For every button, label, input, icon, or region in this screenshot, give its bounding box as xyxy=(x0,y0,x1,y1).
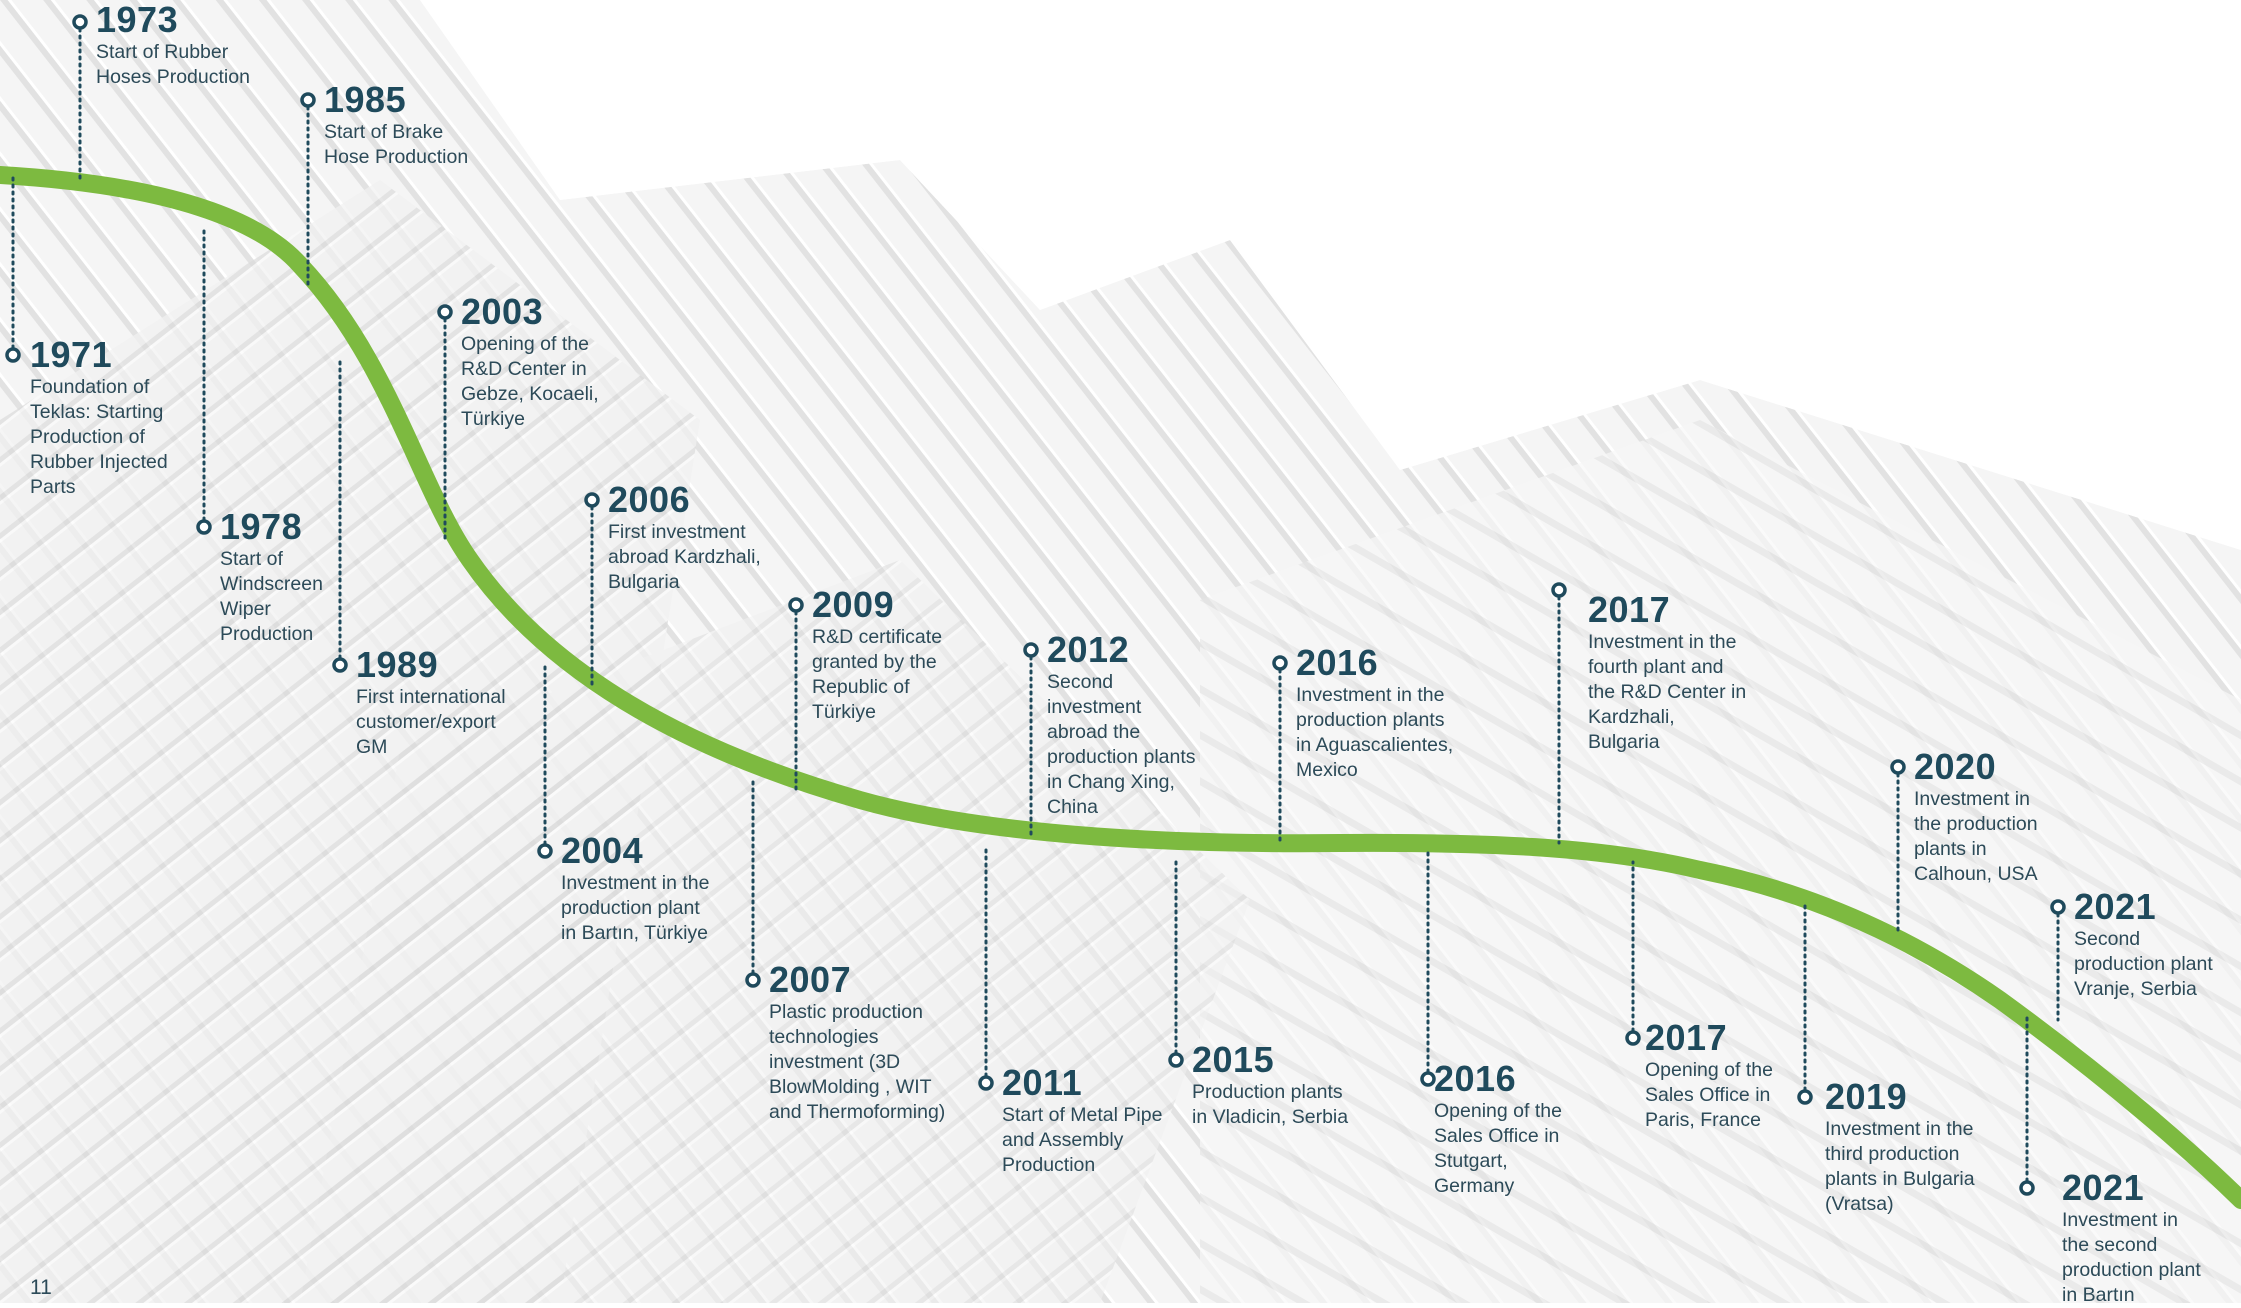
event-marker-2011 xyxy=(978,1075,994,1091)
event-description: Start of Rubber Hoses Production xyxy=(96,41,250,88)
event-description: Second investment abroad the production … xyxy=(1047,671,1196,818)
event-description: Investment in the production plant in Ba… xyxy=(561,872,710,944)
page-number: 11 xyxy=(30,1276,52,1299)
event-year: 2012 xyxy=(1047,629,1130,670)
event-marker-2021a xyxy=(2050,899,2066,915)
event-description: Start of Windscreen Wiper Production xyxy=(220,548,323,645)
event-year: 2021 xyxy=(2062,1167,2145,1208)
event-year: 2006 xyxy=(608,479,691,520)
event-year: 2016 xyxy=(1434,1058,1517,1099)
event-marker-2016a xyxy=(1272,655,1288,671)
event-year: 2003 xyxy=(461,291,544,332)
event-description: Investment in the production plants in C… xyxy=(1914,788,2038,885)
event-marker-2003 xyxy=(437,304,453,320)
event-description: First international customer/export GM xyxy=(356,686,506,758)
event-year: 1971 xyxy=(30,334,113,375)
event-marker-2009 xyxy=(788,597,804,613)
event-marker-2020 xyxy=(1890,759,1906,775)
event-year: 1989 xyxy=(356,644,439,685)
event-description: Opening of the Sales Office in Paris, Fr… xyxy=(1645,1059,1773,1131)
event-description: Investment in the third production plant… xyxy=(1825,1118,1975,1215)
event-description: Investment in the second production plan… xyxy=(2062,1209,2201,1306)
event-marker-2006 xyxy=(584,492,600,508)
event-description: R&D certificate granted by the Republic … xyxy=(812,626,943,723)
event-year: 2017 xyxy=(1588,589,1671,630)
event-marker-2007 xyxy=(745,972,761,988)
event-description: Start of Brake Hose Production xyxy=(324,121,469,168)
event-description: Foundation of Teklas: Starting Productio… xyxy=(30,376,168,498)
event-year: 2009 xyxy=(812,584,895,625)
event-year: 2020 xyxy=(1914,746,1997,787)
event-marker-2015 xyxy=(1168,1052,1184,1068)
event-marker-1971 xyxy=(5,347,21,363)
event-marker-2019 xyxy=(1797,1089,1813,1105)
event-year: 2011 xyxy=(1002,1062,1083,1103)
event-marker-1989 xyxy=(332,657,348,673)
event-marker-1973 xyxy=(72,14,88,30)
event-description: Opening of the R&D Center in Gebze, Koca… xyxy=(461,333,599,430)
event-year: 1978 xyxy=(220,506,303,547)
event-marker-2017a xyxy=(1551,582,1567,598)
event-marker-2012 xyxy=(1023,642,1039,658)
event-year: 2016 xyxy=(1296,642,1379,683)
event-year: 2007 xyxy=(769,959,852,1000)
timeline-curve xyxy=(0,166,2241,1209)
event-year: 1985 xyxy=(324,79,407,120)
event-year: 1973 xyxy=(96,0,179,40)
event-description: Start of Metal Pipe and Assembly Product… xyxy=(1002,1104,1163,1176)
event-year: 2004 xyxy=(561,830,644,871)
event-description: Investment in the fourth plant and the R… xyxy=(1588,631,1747,753)
event-marker-2021b xyxy=(2019,1180,2035,1196)
event-description: Opening of the Sales Office in Stutgart,… xyxy=(1434,1100,1562,1197)
event-description: Plastic production technologies investme… xyxy=(769,1001,946,1123)
event-marker-2017b xyxy=(1625,1030,1641,1046)
event-year: 2019 xyxy=(1825,1076,1908,1117)
event-year: 2017 xyxy=(1645,1017,1728,1058)
event-year: 2021 xyxy=(2074,886,2157,927)
event-marker-1978 xyxy=(196,519,212,535)
event-description: First investment abroad Kardzhali, Bulga… xyxy=(608,521,761,593)
event-description: Production plants in Vladicin, Serbia xyxy=(1192,1081,1349,1128)
event-marker-1985 xyxy=(300,92,316,108)
event-year: 2015 xyxy=(1192,1039,1275,1080)
event-description: Investment in the production plants in A… xyxy=(1296,684,1454,781)
event-marker-2004 xyxy=(537,843,553,859)
event-description: Second production plant Vranje, Serbia xyxy=(2074,928,2213,1000)
event-marker-2016b xyxy=(1420,1071,1436,1087)
